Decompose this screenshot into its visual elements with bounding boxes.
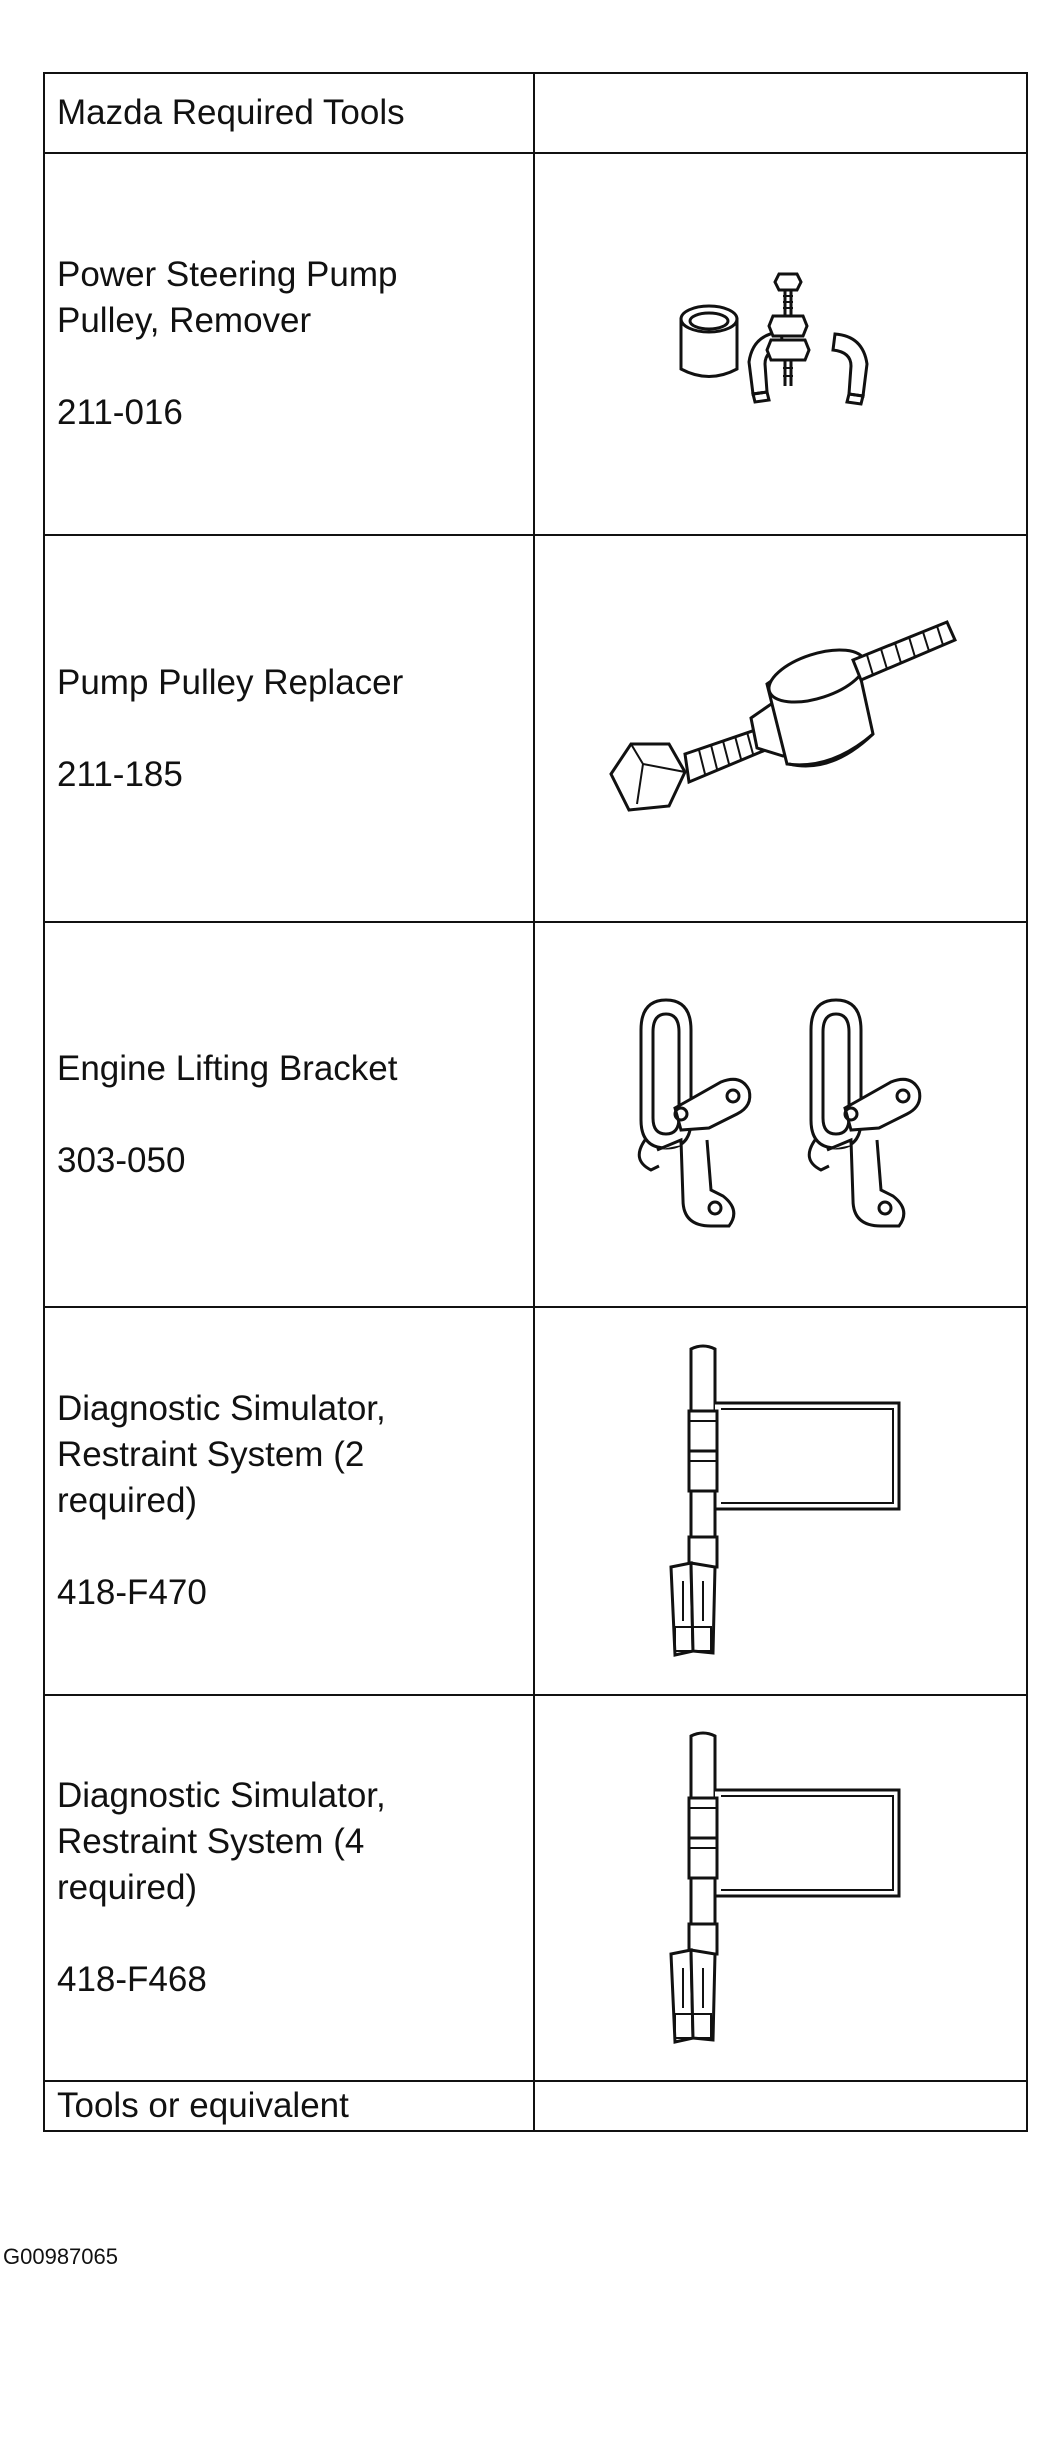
tool-label-cell: Pump Pulley Replacer 211-185 — [43, 534, 535, 923]
table-row: Diagnostic Simulator, Restraint System (… — [43, 1694, 1028, 2082]
tool-name: Power Steering Pump Pulley, Remover — [57, 255, 398, 340]
table-footer-row: Tools or equivalent — [43, 2080, 1028, 2132]
tool-image-cell — [533, 1694, 1028, 2082]
table-footer-blank-cell — [533, 2080, 1028, 2132]
table-header-row: Mazda Required Tools — [43, 72, 1028, 154]
tool-image-cell — [533, 1306, 1028, 1696]
tool-name: Diagnostic Simulator, Restraint System (… — [57, 1776, 386, 1907]
table-header-blank-cell — [533, 72, 1028, 154]
tool-label-cell: Engine Lifting Bracket 303-050 — [43, 921, 535, 1308]
pulley-remover-icon — [679, 272, 869, 406]
tool-name: Pump Pulley Replacer — [57, 662, 404, 702]
tool-name: Engine Lifting Bracket — [57, 1048, 398, 1088]
table-row: Engine Lifting Bracket 303-050 — [43, 921, 1028, 1308]
tool-part-number: 418-F470 — [57, 1573, 207, 1612]
required-tools-table: Mazda Required Tools Power Steering Pump… — [43, 72, 1028, 2132]
tool-label-cell: Diagnostic Simulator, Restraint System (… — [43, 1306, 535, 1696]
diagnostic-simulator-icon — [668, 1731, 900, 2044]
tool-part-number: 211-016 — [57, 393, 183, 432]
table-row: Power Steering Pump Pulley, Remover 211-… — [43, 152, 1028, 536]
tool-image-cell — [533, 534, 1028, 923]
diagnostic-simulator-icon — [668, 1344, 900, 1657]
table-row: Diagnostic Simulator, Restraint System (… — [43, 1306, 1028, 1696]
tool-part-number: 418-F468 — [57, 1960, 207, 1999]
tool-image-cell — [533, 921, 1028, 1308]
tool-label-cell: Power Steering Pump Pulley, Remover 211-… — [43, 152, 535, 536]
lifting-bracket-icon — [637, 997, 921, 1227]
tool-part-number: 211-185 — [57, 754, 183, 794]
tool-label-cell: Diagnostic Simulator, Restraint System (… — [43, 1694, 535, 2082]
table-footer: Tools or equivalent — [43, 2080, 535, 2132]
table-row: Pump Pulley Replacer 211-185 — [43, 534, 1028, 923]
table-header: Mazda Required Tools — [43, 72, 535, 154]
tool-image-cell — [533, 152, 1028, 536]
tool-part-number: 303-050 — [57, 1140, 186, 1180]
figure-id: G00987065 — [3, 2244, 118, 2269]
pulley-replacer-icon — [608, 619, 957, 812]
tool-name: Diagnostic Simulator, Restraint System (… — [57, 1389, 386, 1520]
